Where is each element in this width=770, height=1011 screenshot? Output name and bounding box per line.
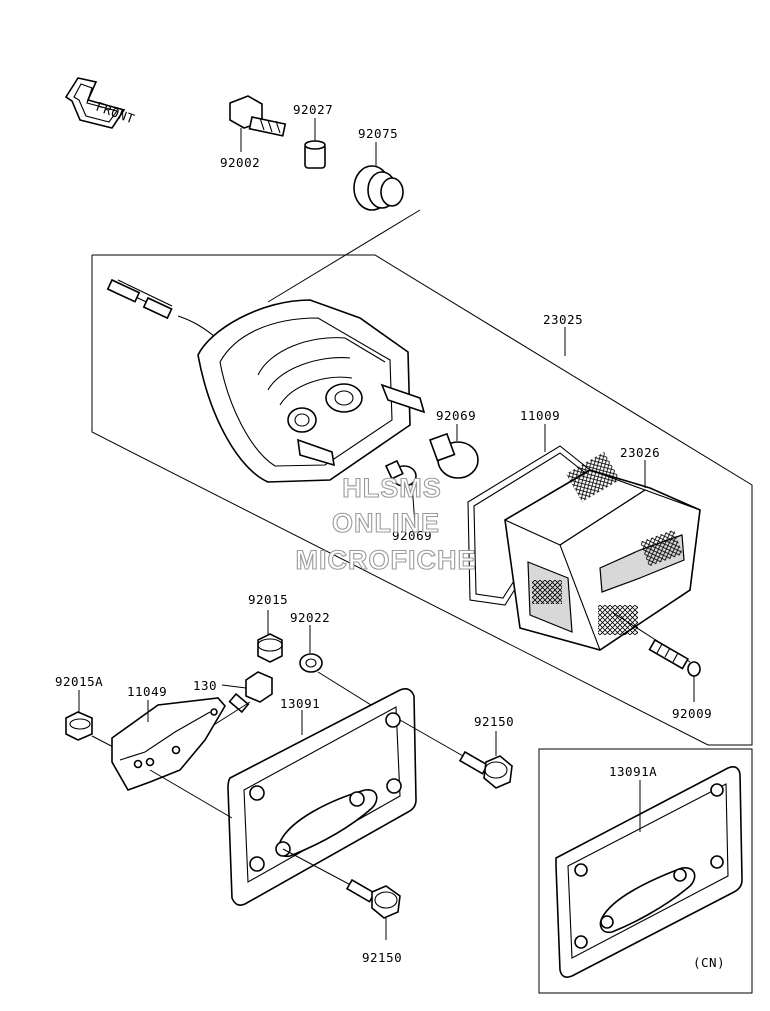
part-label-92022: 92022	[290, 610, 330, 625]
part-label-130: 130	[193, 678, 217, 693]
watermark-line-2: ONLINE	[332, 508, 440, 538]
bulb-92069-upper	[428, 424, 479, 479]
cn-inset-box	[538, 748, 753, 994]
part-label-92069-lower: 92069	[392, 528, 432, 543]
bolt-92150-right	[399, 719, 513, 789]
bulb-92069-lower	[384, 459, 417, 526]
assembly-outline-23025	[91, 209, 753, 746]
part-label-13091a: 13091A	[609, 764, 657, 779]
bolt-92002	[229, 95, 287, 152]
screw-92009	[611, 611, 701, 702]
part-label-92009: 92009	[672, 706, 712, 721]
watermark: HLSMS ONLINE MICROFICHE	[295, 472, 477, 575]
part-label-92150-lower: 92150	[362, 950, 402, 965]
part-label-23026: 23026	[620, 445, 660, 460]
part-label-92027: 92027	[293, 102, 333, 117]
plate-13091a	[555, 766, 743, 978]
plate-13091	[149, 688, 417, 906]
part-label-13091: 13091	[280, 696, 320, 711]
part-label-92150-right: 92150	[474, 714, 514, 729]
part-label-11049: 11049	[127, 684, 167, 699]
bracket-11049	[111, 697, 226, 791]
lens-23026	[503, 452, 701, 651]
part-label-92015a: 92015A	[55, 674, 103, 689]
lamp-housing	[106, 278, 426, 483]
watermark-line-3: MICROFICHE	[296, 545, 477, 575]
collar-92027	[304, 118, 326, 169]
part-label-92015: 92015	[248, 592, 288, 607]
part-label-23025: 23025	[543, 312, 583, 327]
part-label-92069-upper: 92069	[436, 408, 476, 423]
part-label-92002: 92002	[220, 155, 260, 170]
front-arrow-icon: FRONT	[64, 77, 137, 129]
nut-92015	[257, 610, 283, 663]
part-label-11009: 11009	[520, 408, 560, 423]
grommet-92075	[353, 142, 404, 211]
part-label-92075: 92075	[358, 126, 398, 141]
watermark-line-1: HLSMS	[342, 473, 442, 503]
cn-note: (CN)	[693, 955, 725, 970]
bolt-92150-lower	[282, 848, 401, 940]
